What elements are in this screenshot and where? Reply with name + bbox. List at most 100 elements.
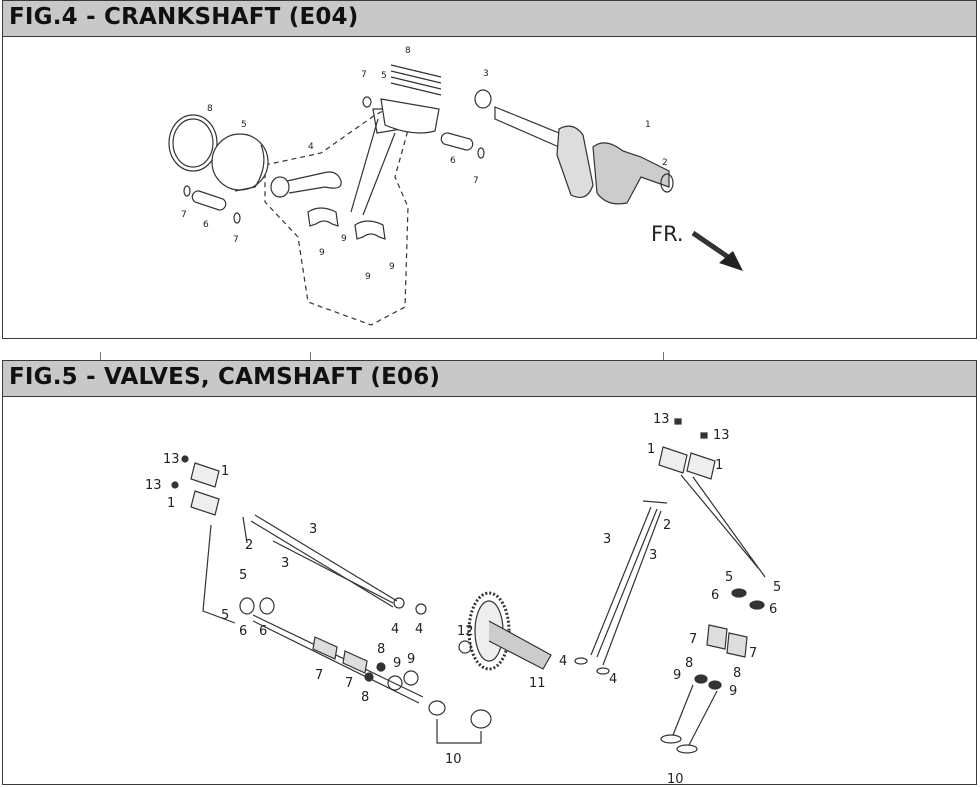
front-direction-label: FR. [651, 222, 684, 246]
divider-tick [663, 352, 664, 360]
tappet-left-a [393, 597, 405, 609]
valve-seal-left-a [376, 662, 386, 672]
callout-7-left-b: 7 [345, 676, 353, 691]
callout-8-left: 8 [207, 104, 213, 114]
callout-9-c: 9 [365, 272, 371, 282]
callout-1-left-a: 1 [221, 464, 229, 479]
pushrod-left-a [250, 514, 398, 608]
callout-4-left-a: 4 [391, 622, 399, 637]
callout-7-right-a: 7 [689, 632, 697, 647]
callout-6-left: 6 [203, 220, 209, 230]
rocker-arm-left-a [190, 462, 220, 488]
fig5-panel: FIG.5 - VALVES, CAMSHAFT (E06) [2, 360, 977, 785]
callout-13-right-b: 13 [713, 428, 730, 443]
valve-washer-left-b [403, 670, 419, 686]
callout-7-d: 7 [473, 176, 479, 186]
callout-8-right: 8 [405, 46, 411, 56]
callout-9-b: 9 [341, 234, 347, 244]
callout-2-right: 2 [663, 518, 671, 533]
callout-7-right-b: 7 [749, 646, 757, 661]
pushrod-left-b [272, 540, 394, 604]
valve-spring-left-a [312, 636, 338, 660]
conrod-left-small-end [270, 176, 290, 198]
camshaft-body [488, 620, 552, 670]
rocker-shaft-left [202, 524, 236, 624]
valve-spring-right-b [726, 632, 748, 658]
callout-3: 3 [483, 69, 489, 79]
callout-10-left: 10 [445, 752, 462, 767]
rocker-nut-right-b [700, 432, 708, 439]
callout-9-d: 9 [389, 262, 395, 272]
callout-11: 11 [529, 676, 546, 691]
tappet-left-b [415, 603, 427, 615]
spring-retainer-left-a [239, 597, 255, 615]
divider-tick [100, 352, 101, 360]
bearing-shell-right [354, 220, 386, 240]
bearing-shell-left [307, 207, 339, 227]
front-arrow-shaft [691, 230, 733, 262]
callout-5-left-b: 5 [221, 608, 229, 623]
spring-retainer-left-b [259, 597, 275, 615]
callout-6-left-a: 6 [239, 624, 247, 639]
piston-ring-set-left [168, 114, 218, 172]
rocker-shaft-right [680, 474, 766, 578]
callout-3-left-b: 3 [281, 556, 289, 571]
valve-spring-right-a [706, 624, 728, 650]
crankshaft-shaft [494, 106, 560, 148]
tappet-right-b [596, 667, 610, 675]
valve-washer-right-a [694, 674, 708, 684]
valve-head-right-b [676, 744, 698, 754]
divider-tick [310, 352, 311, 360]
valve-stems-right [672, 684, 718, 746]
rocker-nut-right-a [674, 418, 682, 425]
rocker-nut-left-a [181, 455, 189, 463]
callout-13-left-a: 13 [163, 452, 180, 467]
rocker-nut-left-b [171, 481, 179, 489]
callout-3-right-b: 3 [649, 548, 657, 563]
callout-1-right-b: 1 [715, 458, 723, 473]
valve-spring-left-b [342, 650, 368, 674]
fig5-header: FIG.5 - VALVES, CAMSHAFT (E06) [3, 361, 976, 397]
crankshaft-exploded-diagram: FR. 1 2 3 4 5 5 6 6 7 7 7 7 8 8 9 9 9 9 [168, 46, 743, 326]
spring-retainer-right-a [731, 588, 747, 598]
rocker-arm-right-b [686, 452, 716, 480]
callout-4-right-b: 4 [609, 672, 617, 687]
piston-pin-left [191, 190, 227, 211]
cam-washer [458, 640, 472, 654]
rocker-arm-left-b [190, 490, 220, 516]
pushrod-right-b [602, 510, 662, 666]
callout-7-c: 7 [361, 70, 367, 80]
crankshaft-web [556, 125, 594, 198]
callout-1-right-a: 1 [647, 442, 655, 457]
spring-retainer-right-b [749, 600, 765, 610]
callout-8-left-b: 8 [361, 690, 369, 705]
valve-seal-left-b [364, 672, 374, 682]
callout-13-right-a: 13 [653, 412, 670, 427]
piston-left [211, 133, 269, 191]
callout-6-right-b: 6 [769, 602, 777, 617]
valve-head-right-a [660, 734, 682, 744]
callout-12: 12 [457, 624, 474, 639]
circlip-left-a [183, 185, 191, 197]
circlip-left-b [233, 212, 241, 224]
callout-6-right: 6 [450, 156, 456, 166]
valve-head-left-b [470, 709, 492, 729]
tappet-right-a [574, 657, 588, 665]
front-arrow-head [719, 251, 743, 271]
callout-3-left-a: 3 [309, 522, 317, 537]
callout-7-b: 7 [233, 235, 239, 245]
callout-7-a: 7 [181, 210, 187, 220]
callout-4-right-a: 4 [559, 654, 567, 669]
callout-9-right-a: 9 [673, 668, 681, 683]
callout-9-left-a: 9 [393, 656, 401, 671]
pushrod-right-a [590, 506, 658, 658]
callout-5-left: 5 [241, 120, 247, 130]
fig5-title: FIG.5 - VALVES, CAMSHAFT (E06) [9, 364, 441, 390]
rocker-pin-left [242, 516, 248, 544]
callout-6-left-b: 6 [259, 624, 267, 639]
thrust-washer [474, 89, 492, 109]
valves-camshaft-exploded-diagram: 13 13 1 1 2 3 3 5 5 6 6 4 4 7 7 8 8 9 9 … [145, 412, 781, 784]
callout-8-left-a: 8 [377, 642, 385, 657]
piston-rings-right [390, 64, 442, 96]
valve-washer-right-b [708, 680, 722, 690]
